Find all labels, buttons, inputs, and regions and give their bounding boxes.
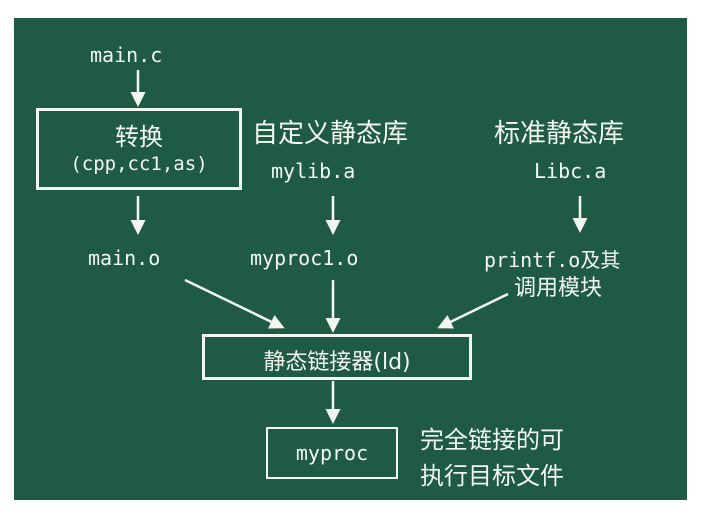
- printf-label-line2: 调用模块: [514, 276, 603, 301]
- myproc-box: myproc: [266, 427, 398, 479]
- main-c-label: main.c: [90, 43, 163, 67]
- custom-lib-title: 自定义静态库: [252, 119, 409, 149]
- myproc-label: myproc: [295, 441, 369, 465]
- arrow-printf-to-linker: [437, 292, 509, 329]
- linker-label: 静态链接器(ld): [263, 350, 411, 375]
- executable-label-line2: 执行目标文件: [420, 462, 564, 490]
- std-lib-title: 标准静态库: [494, 119, 625, 149]
- convert-subtitle: (cpp,cc1,as): [70, 153, 208, 175]
- arrow-maino-to-linker: [184, 278, 285, 329]
- printf-label-line1: printf.o及其: [484, 248, 621, 272]
- libc-label: Libc.a: [534, 159, 607, 183]
- executable-label-line1: 完全链接的可: [420, 426, 564, 454]
- linker-box: 静态链接器(ld): [202, 334, 472, 380]
- convert-title: 转换: [115, 123, 163, 151]
- diagram-board: [14, 18, 687, 500]
- mylib-label: mylib.a: [271, 159, 356, 183]
- myproc1-o-label: myproc1.o: [250, 246, 359, 270]
- main-o-label: main.o: [88, 246, 161, 270]
- convert-box: 转换 (cpp,cc1,as): [36, 108, 242, 190]
